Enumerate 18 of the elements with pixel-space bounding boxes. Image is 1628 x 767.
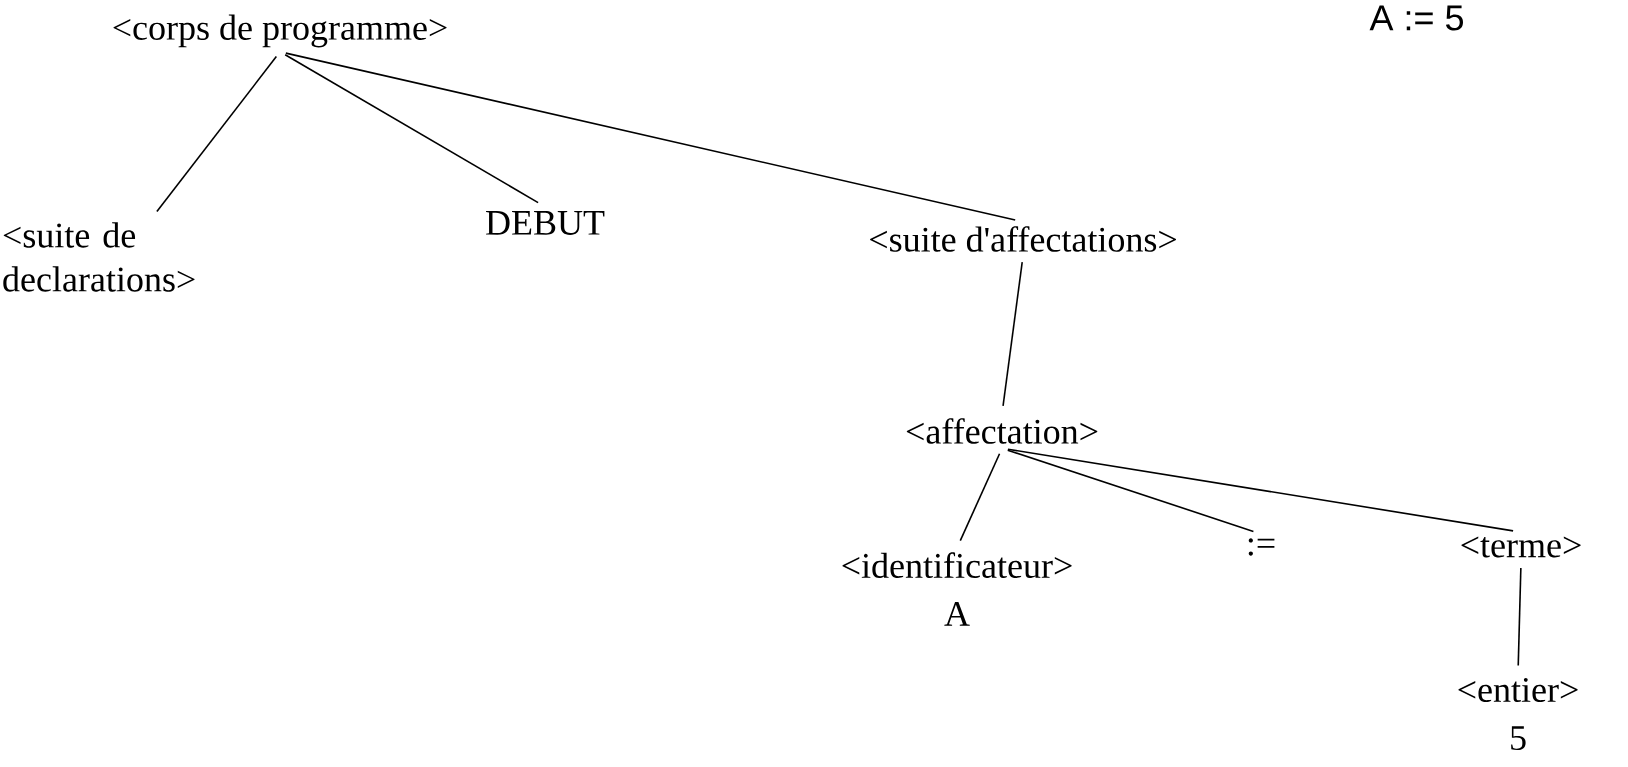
tree-branch xyxy=(1006,449,1255,533)
tree-node-label: <terme> xyxy=(1461,536,1581,558)
tree-branch xyxy=(1002,261,1023,407)
tree-node-label: <entier> 5 xyxy=(1458,677,1578,751)
tree-node-label: <corps de programme> xyxy=(113,14,447,48)
tree-node-label: DEBUT xyxy=(486,211,605,235)
tree-branch xyxy=(284,54,539,204)
tree-branch xyxy=(1007,448,1514,532)
tree-node-label: <affectation> xyxy=(906,418,1098,444)
tree-node-label: := xyxy=(1248,538,1275,556)
tree-branch xyxy=(1517,567,1522,667)
tree-node-label: <suite d'affectations> xyxy=(870,226,1176,252)
tree-branch xyxy=(285,52,1016,221)
tree-branch xyxy=(959,452,1001,542)
tree-node-label: <suite de declarations> xyxy=(3,222,195,292)
tree-node-label: <identificateur> A xyxy=(842,552,1072,626)
tree-branch xyxy=(156,55,278,213)
expression-label: A := 5 xyxy=(1369,5,1463,31)
